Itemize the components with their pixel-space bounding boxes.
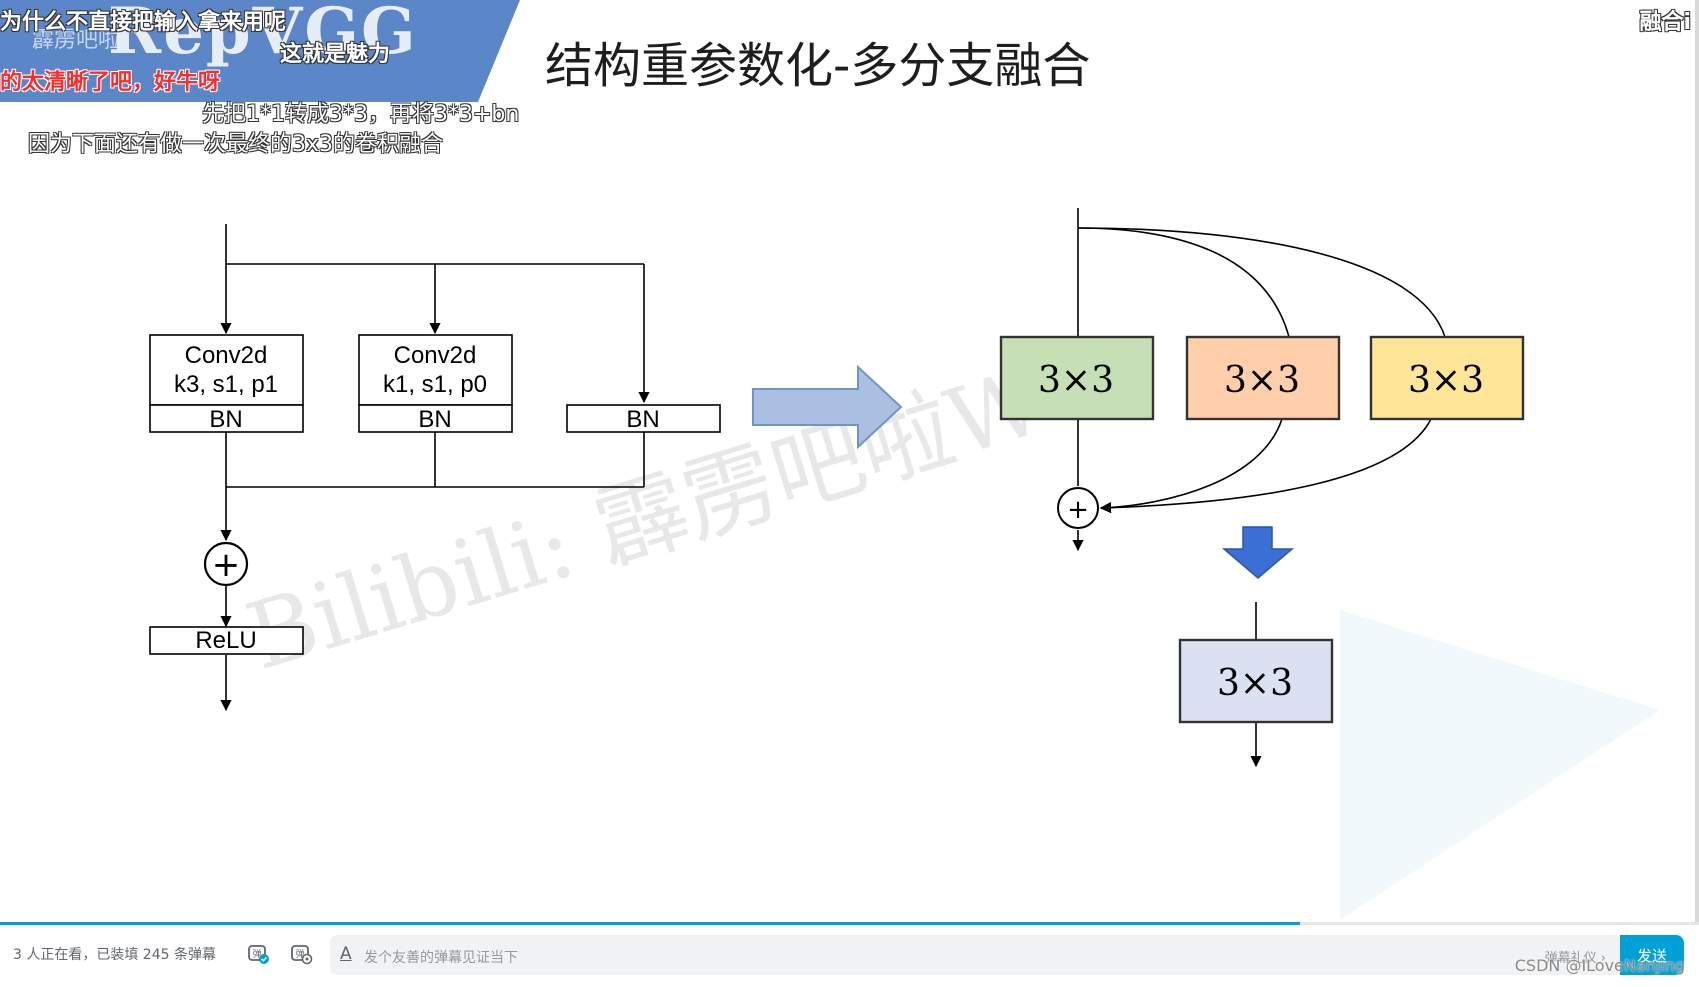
play-watermark-icon bbox=[1340, 610, 1660, 920]
text-style-icon[interactable]: A bbox=[340, 944, 352, 964]
add-node-right: + bbox=[1057, 487, 1099, 529]
frame-edge bbox=[1695, 0, 1699, 987]
kernel-label-yellow: 3×3 bbox=[1408, 360, 1484, 401]
kernel-3x3-green: 3×3 bbox=[999, 335, 1155, 421]
conv-k3-params: k3, s1, p1 bbox=[174, 371, 278, 398]
kernel-3x3-orange: 3×3 bbox=[1185, 335, 1341, 421]
kernel-3x3-yellow: 3×3 bbox=[1369, 335, 1525, 421]
svg-text:弹: 弹 bbox=[252, 948, 261, 960]
danmaku-1: 为什么不直接把输入拿来用呢 bbox=[0, 10, 287, 35]
left-block-diagram bbox=[220, 224, 650, 712]
danmaku-settings-icon[interactable]: 弹 bbox=[289, 942, 313, 966]
fused-kernel-3x3: 3×3 bbox=[1178, 638, 1334, 724]
kernel-label-orange: 3×3 bbox=[1224, 360, 1300, 401]
bn-block-2: BN bbox=[358, 404, 513, 433]
conv-k1-params: k1, s1, p0 bbox=[383, 371, 487, 398]
progress-fill bbox=[0, 922, 1300, 925]
svg-text:弹: 弹 bbox=[295, 948, 304, 960]
conv-k1-title: Conv2d bbox=[394, 342, 477, 369]
csdn-watermark: CSDN @ILoveNanjing bbox=[1514, 956, 1685, 975]
danmaku-toggle-icon[interactable]: 弹 bbox=[246, 942, 270, 966]
conv-k3-title: Conv2d bbox=[185, 342, 268, 369]
slide-diagram: Bilibili: 霹雳吧啦W Conv2d k3, s1, p1 BN bbox=[149, 208, 1660, 920]
conv-k1-block: Conv2d k1, s1, p0 bbox=[358, 334, 513, 406]
bn-label-3: BN bbox=[626, 406, 659, 433]
add-symbol-right: + bbox=[1067, 495, 1089, 525]
progress-bar[interactable] bbox=[0, 922, 1699, 925]
danmaku-5: 因为下面还有做一次最终的3x3的卷积融合 bbox=[28, 132, 444, 157]
add-symbol-left: + bbox=[212, 545, 241, 585]
add-node-left: + bbox=[203, 541, 249, 587]
fused-kernel-label: 3×3 bbox=[1217, 663, 1293, 704]
bn-block-1: BN bbox=[149, 404, 304, 433]
danmaku-corner: 融合i bbox=[1639, 10, 1691, 35]
kernel-label-green: 3×3 bbox=[1038, 360, 1114, 401]
logo-sub-text: 霹雳吧啦 bbox=[32, 28, 121, 53]
relu-block: ReLU bbox=[149, 626, 304, 655]
transform-arrow bbox=[752, 364, 903, 450]
send-button[interactable]: 发送 bbox=[1620, 935, 1684, 975]
down-arrow bbox=[1221, 526, 1295, 579]
logo-banner: 霹雳吧啦 RepVGG bbox=[0, 0, 520, 102]
viewer-count: 3 人正在看，已装填 245 条弹幕 bbox=[13, 947, 216, 963]
right-block-diagram bbox=[1072, 208, 1446, 768]
danmaku-4: 先把1*1转成3*3，再将3*3+bn bbox=[202, 102, 520, 127]
bn-block-3: BN bbox=[566, 404, 721, 433]
danmaku-input[interactable]: A 发个友善的弹幕见证当下 弹幕礼仪 › bbox=[330, 935, 1620, 975]
relu-label: ReLU bbox=[195, 627, 256, 654]
danmaku-3: 的太清晰了吧，好牛呀 bbox=[0, 70, 221, 95]
bn-label-1: BN bbox=[209, 406, 242, 433]
danmaku-etiquette-link[interactable]: 弹幕礼仪 › bbox=[1544, 951, 1606, 966]
danmaku-2: 这就是魅力 bbox=[280, 42, 391, 67]
slide-title: 结构重参数化-多分支融合 bbox=[545, 38, 1091, 94]
conv-k3-block: Conv2d k3, s1, p1 bbox=[149, 334, 304, 406]
logo-text: RepVGG bbox=[108, 0, 418, 69]
danmaku-placeholder: 发个友善的弹幕见证当下 bbox=[364, 950, 518, 966]
bn-label-2: BN bbox=[418, 406, 451, 433]
